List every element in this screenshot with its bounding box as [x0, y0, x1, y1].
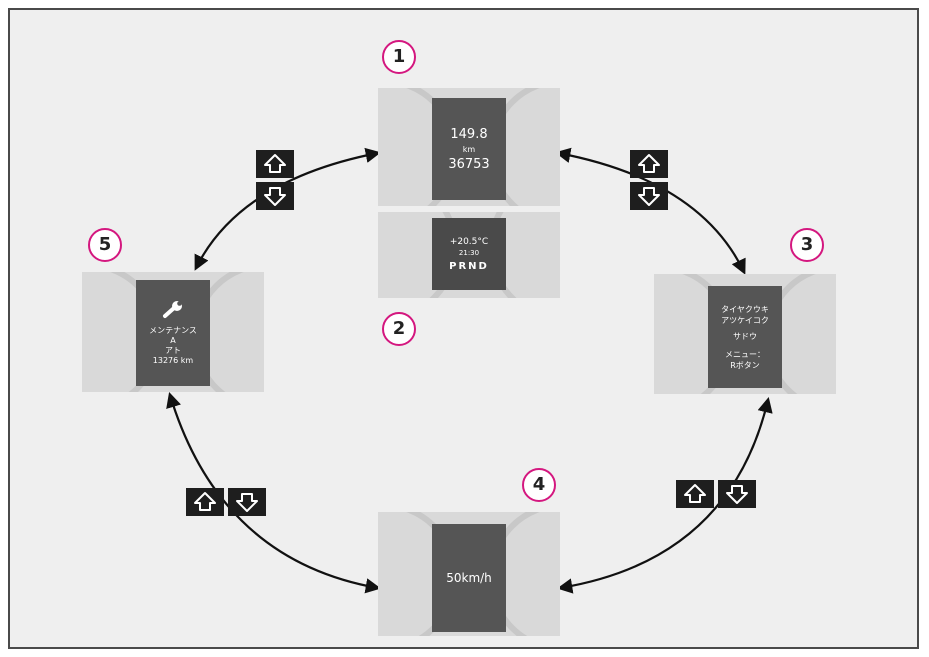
menu-hint-line-1: メニュー： [725, 349, 765, 359]
remaining-label: アト [165, 346, 181, 355]
arrow-display3-display4 [556, 397, 773, 594]
display-3-panel: タイヤクウキ アツケイコク サドウ メニュー： Rボタン [654, 274, 836, 394]
unit-label: km [462, 144, 476, 154]
clock-value: 21:30 [458, 248, 480, 257]
odometer-value: 36753 [448, 156, 490, 172]
down-button-right-bottom[interactable] [718, 480, 756, 508]
display-1-panel: 149.8 km 36753 [378, 88, 560, 206]
up-arrow-icon [638, 154, 660, 173]
up-button-left-top[interactable] [256, 150, 294, 178]
down-arrow-icon [264, 187, 286, 206]
warning-line-3: サドウ [733, 331, 757, 341]
display-2-panel: +20.5°C 21:30 PRND [378, 212, 560, 298]
maintenance-type: A [170, 336, 176, 345]
menu-hint-line-2: Rボタン [730, 360, 760, 370]
arrow-display1-display3 [554, 147, 746, 275]
down-arrow-icon [638, 187, 660, 206]
up-arrow-icon [684, 484, 706, 503]
down-arrow-icon [726, 485, 748, 504]
number-badge-2: 2 [382, 312, 416, 346]
display-5-screen: メンテナンス A アト 13276 km [136, 280, 210, 386]
maintenance-label: メンテナンス [149, 326, 197, 335]
down-button-left-top[interactable] [256, 182, 294, 210]
up-arrow-icon [194, 492, 216, 511]
arrow-display5-display4 [166, 392, 382, 594]
down-button-right-top[interactable] [630, 182, 668, 210]
gear-indicator: PRND [449, 260, 489, 272]
up-arrow-icon [264, 154, 286, 173]
display-4-screen: 50km/h [432, 524, 506, 632]
number-badge-5: 5 [88, 228, 122, 262]
wrench-icon [163, 301, 182, 318]
display-2-screen: +20.5°C 21:30 PRND [432, 218, 506, 290]
display-5-panel: メンテナンス A アト 13276 km [82, 272, 264, 392]
warning-line-2: アツケイコク [721, 315, 769, 325]
up-button-left-bottom[interactable] [186, 488, 224, 516]
trip-value: 149.8 [450, 126, 488, 142]
remaining-distance: 13276 km [152, 356, 194, 365]
speed-value: 50km/h [446, 571, 492, 585]
down-button-left-bottom[interactable] [228, 488, 266, 516]
number-badge-3: 3 [790, 228, 824, 262]
up-button-right-top[interactable] [630, 150, 668, 178]
display-4-panel: 50km/h [378, 512, 560, 636]
down-arrow-icon [236, 493, 258, 512]
number-badge-4: 4 [522, 468, 556, 502]
display-1-screen: 149.8 km 36753 [432, 98, 506, 200]
temperature-value: +20.5°C [449, 236, 489, 247]
display-3-screen: タイヤクウキ アツケイコク サドウ メニュー： Rボタン [708, 286, 782, 388]
up-button-right-bottom[interactable] [676, 480, 714, 508]
warning-line-1: タイヤクウキ [721, 304, 769, 314]
number-badge-1: 1 [382, 40, 416, 74]
